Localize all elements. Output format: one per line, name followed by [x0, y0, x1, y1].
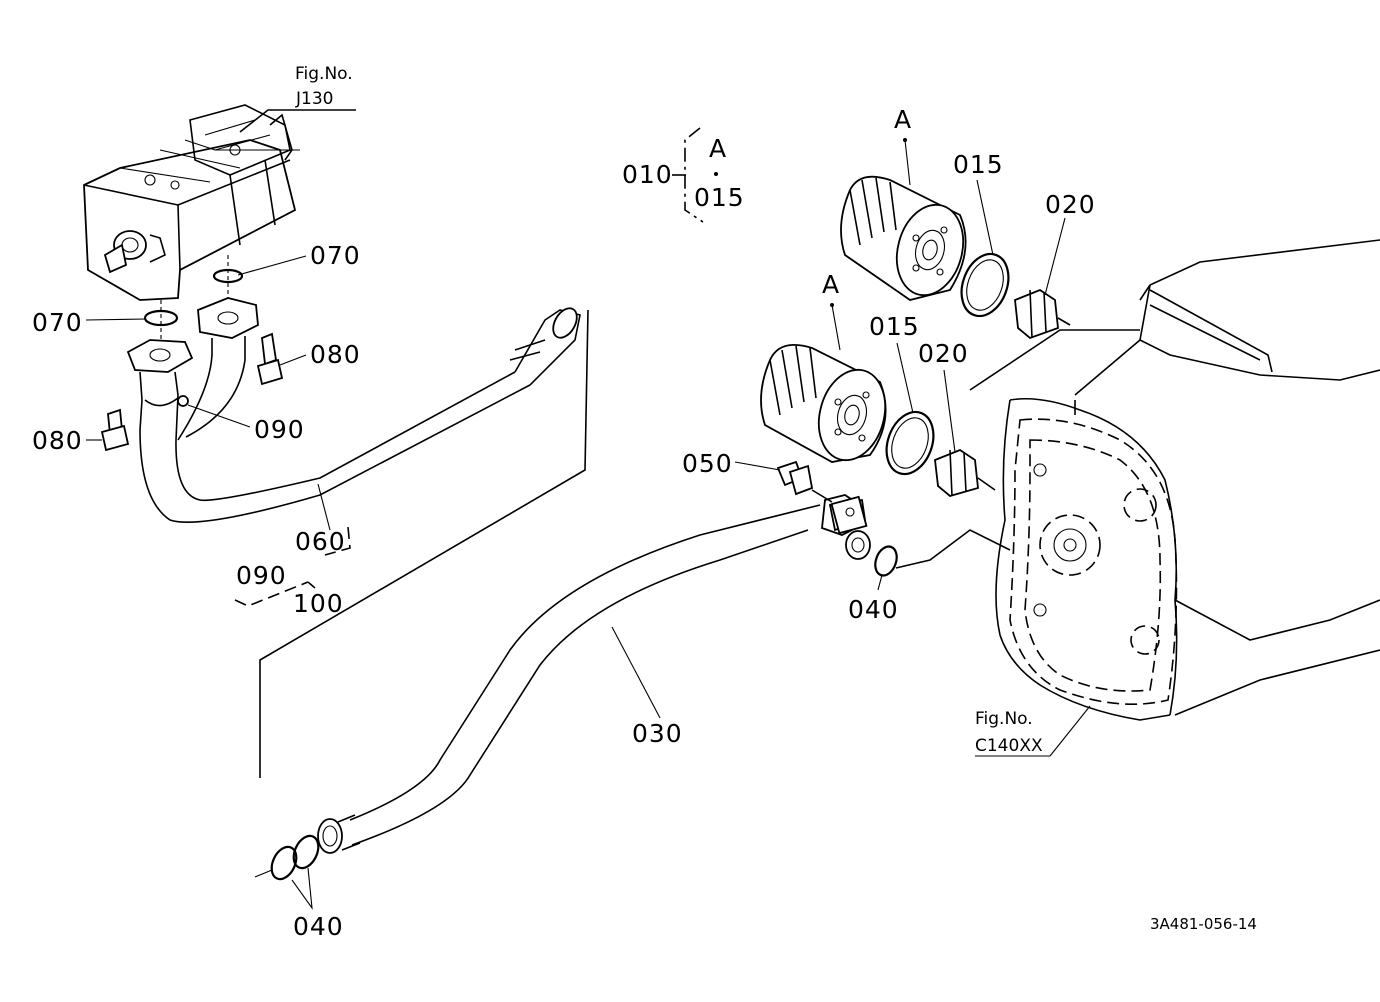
callout-080-left: 080	[32, 426, 83, 455]
callout-070-left: 070	[32, 308, 83, 337]
fig-ref-transmission-prefix: Fig.No.	[975, 709, 1033, 729]
callout-040-bottom: 040	[293, 912, 344, 941]
nipple-020-upper[interactable]	[1014, 217, 1071, 340]
callout-080-right: 080	[310, 340, 361, 369]
oil-filter-upper[interactable]	[840, 138, 973, 303]
fig-ref-transmission-code: C140XX	[975, 736, 1043, 756]
bolt-080-left[interactable]	[100, 408, 130, 452]
callout-015-lower: 015	[869, 312, 920, 341]
callout-leaders	[85, 255, 331, 531]
drawing-code: 3A481-056-14	[1150, 915, 1257, 933]
callout-040-right: 040	[848, 595, 899, 624]
fig-ref-pump: Fig.No. J130	[295, 64, 353, 109]
o-rings-040-bottom[interactable]	[254, 832, 323, 911]
callout-labels: A A 015 015 020 020 070 070 080 080 090 …	[32, 105, 1096, 941]
fig-ref-transmission: Fig.No. C140XX	[975, 709, 1043, 756]
gasket-015-lower[interactable]	[878, 342, 941, 481]
nipple-020-lower[interactable]	[934, 369, 996, 497]
callout-070-right: 070	[310, 241, 361, 270]
hydraulic-pump[interactable]	[83, 104, 356, 301]
callout-filter-a-lower: A	[822, 270, 840, 299]
callout-090-group: 090	[236, 561, 287, 590]
transmission-case[interactable]	[969, 239, 1380, 757]
fig-ref-pump-prefix: Fig.No.	[295, 64, 353, 84]
callout-030: 030	[632, 719, 683, 748]
delivery-pipe-030[interactable]	[317, 494, 871, 854]
callout-filter-a-upper: A	[894, 105, 912, 134]
o-ring-070-left[interactable]	[143, 300, 179, 342]
bolt-050[interactable]	[734, 460, 833, 503]
oil-filter-lower[interactable]	[760, 303, 895, 468]
note-letter-a: A	[709, 134, 727, 163]
callout-015-upper: 015	[953, 150, 1004, 179]
assembly-note-010: 010 A 015	[622, 127, 745, 223]
callout-020-upper: 020	[1045, 190, 1096, 219]
callout-050: 050	[682, 449, 733, 478]
o-ring-070-right[interactable]	[212, 255, 244, 300]
gasket-015-upper[interactable]	[953, 179, 1016, 323]
callout-060: 060	[295, 527, 346, 556]
fig-ref-pump-code: J130	[295, 89, 333, 109]
suction-pipe-060[interactable]	[126, 297, 582, 524]
bolt-080-right[interactable]	[256, 332, 284, 386]
note-part-010: 010	[622, 160, 673, 189]
bracket-060-100	[234, 309, 589, 778]
callout-090: 090	[254, 415, 305, 444]
callout-020-lower: 020	[918, 339, 969, 368]
note-sub-015: 015	[694, 183, 745, 212]
callout-100: 100	[293, 589, 344, 618]
o-ring-040-right[interactable]	[871, 529, 1011, 591]
